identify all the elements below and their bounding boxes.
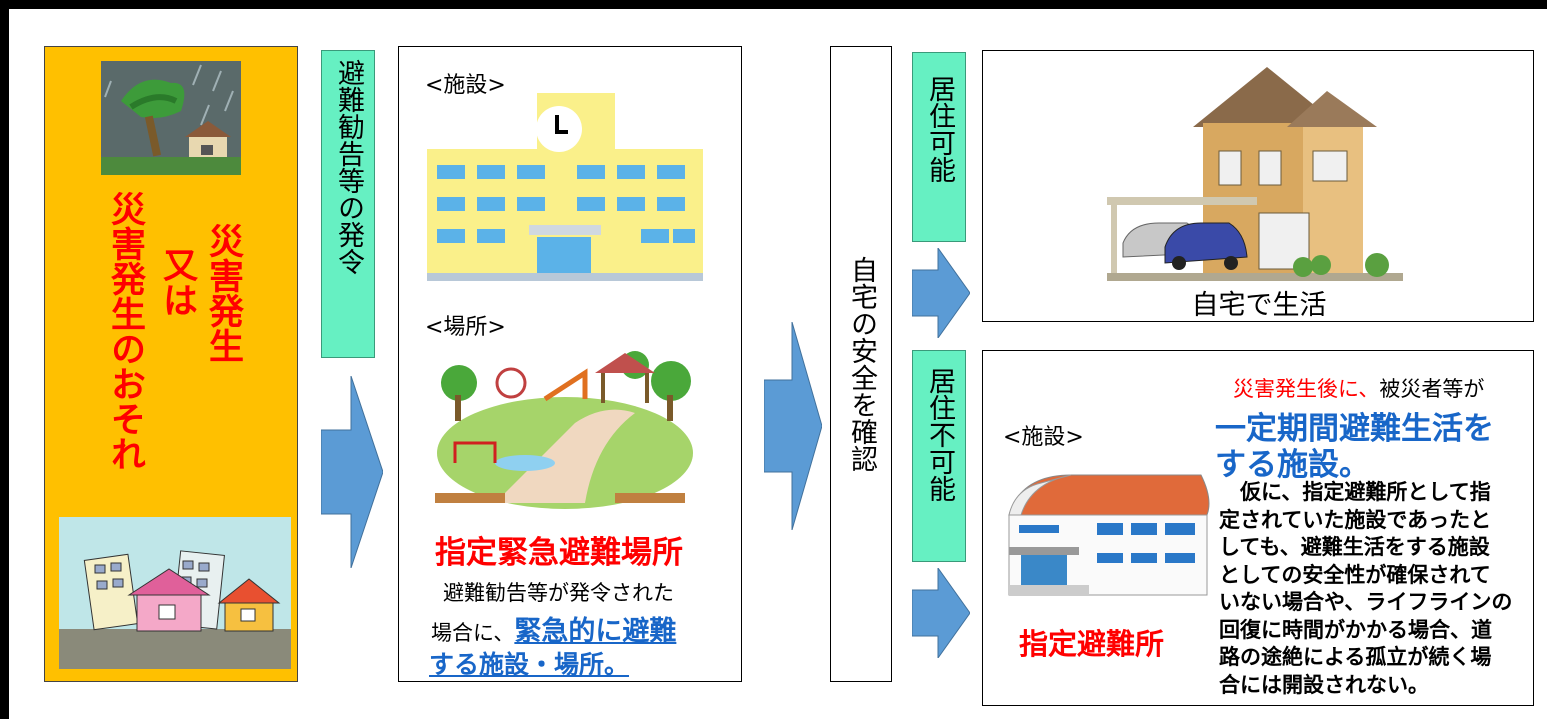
shelter-intro: 災害発生後に、被災者等が (1233, 373, 1484, 403)
habitable-text: 居住可能 (924, 75, 955, 183)
shelter-body-line: 合には開設されない。 (1219, 672, 1429, 697)
shelter-emph-1: 一定期間避難生活を (1215, 411, 1494, 447)
shelter-body-line: しても、避難生活をする施設 (1219, 535, 1490, 559)
shelter-facility-heading: <施設> (1003, 425, 1084, 450)
shelter-intro-black: 被災者等が (1379, 377, 1485, 401)
shelter-intro-red: 災害発生後に、 (1233, 377, 1380, 401)
flow-arrow-1 (321, 376, 383, 568)
flow-arrow-3 (912, 248, 970, 338)
uninhabitable-label: 居住不可能 (912, 350, 966, 562)
place-heading: <場所> (425, 315, 506, 340)
safety-check-box: 自宅の安全を確認 (830, 46, 892, 682)
shelter-body-line: いない場合や、ライフラインの (1219, 590, 1513, 614)
emergency-desc-2: 場合に、緊急的に避難 (431, 609, 676, 648)
shelter-body-line: 定されていた施設であったと (1219, 507, 1492, 532)
disaster-line-1: 災害発生 (203, 223, 243, 363)
shelter-body: 仮に、指定避難所として指 定されていた施設であったと しても、避難生活をする施設… (1219, 479, 1512, 699)
emergency-desc-emph-1: 緊急的に避難 (514, 616, 677, 647)
emergency-desc-plain: 場合に、 (431, 621, 515, 645)
safety-check-text: 自宅の安全を確認 (846, 256, 877, 472)
emergency-desc-emph-2: する施設・場所。 (429, 650, 630, 679)
house-icon (1107, 67, 1403, 281)
habitable-label: 居住可能 (912, 52, 966, 242)
shelter-box: <施設> 指定避難所 災害発生後に、被災者等が 一定期間避難生活を する施設。 … (982, 350, 1534, 706)
flow-arrow-4 (912, 568, 970, 658)
facility-heading: <施設> (425, 73, 506, 98)
collapsed-houses-icon (59, 517, 291, 669)
emergency-site-name: 指定緊急避難場所 (435, 535, 683, 571)
home-caption: 自宅で生活 (1191, 290, 1327, 321)
shelter-body-line: としての安全性が確保されて (1219, 562, 1491, 587)
home-box: 自宅で生活 (982, 50, 1534, 322)
emergency-site-box: <施設> <場所> (398, 46, 742, 682)
emergency-desc-1: 避難勧告等が発令された (443, 581, 674, 605)
evac-order-label: 避難勧告等の発令 (321, 50, 375, 358)
shelter-body-line: 回復に時間がかかる場合、道 (1219, 617, 1492, 642)
shelter-body-line: 仮に、指定避難所として指 (1219, 480, 1491, 504)
shelter-name: 指定避難所 (1019, 627, 1165, 661)
shelter-emph-2: する施設。 (1215, 447, 1370, 483)
shelter-body-line: 路の途絶による孤立が続く場 (1219, 645, 1492, 669)
storm-icon (101, 61, 241, 175)
disaster-panel: 災害発生 又は 災害発生のおそれ (44, 46, 298, 682)
uninhabitable-text: 居住不可能 (924, 367, 955, 502)
evac-order-text: 避難勧告等の発令 (333, 59, 364, 275)
park-icon (435, 343, 695, 511)
flow-arrow-2 (764, 322, 822, 530)
disaster-line-2: 又は (157, 247, 197, 317)
disaster-line-3: 災害発生のおそれ (105, 191, 145, 471)
shelter-building-icon (1001, 469, 1213, 599)
clock-icon (535, 105, 583, 153)
